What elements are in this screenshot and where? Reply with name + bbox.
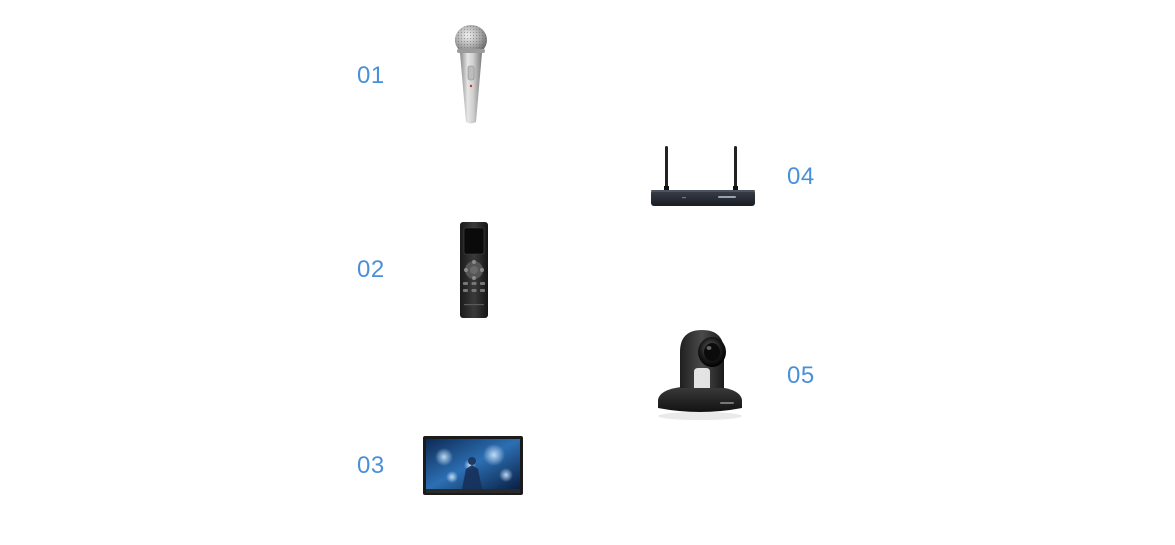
interactive-display-icon <box>422 435 524 497</box>
item-number-05: 05 <box>787 362 815 389</box>
item-number-02: 02 <box>357 256 385 283</box>
item-number-04: 04 <box>787 163 815 190</box>
wireless-receiver-icon <box>646 142 760 210</box>
handheld-microphone-icon <box>448 22 494 128</box>
item-number-01: 01 <box>357 62 385 89</box>
item-number-03: 03 <box>357 452 385 479</box>
recorder-remote-icon <box>454 220 494 320</box>
ptz-camera-icon <box>650 326 750 422</box>
